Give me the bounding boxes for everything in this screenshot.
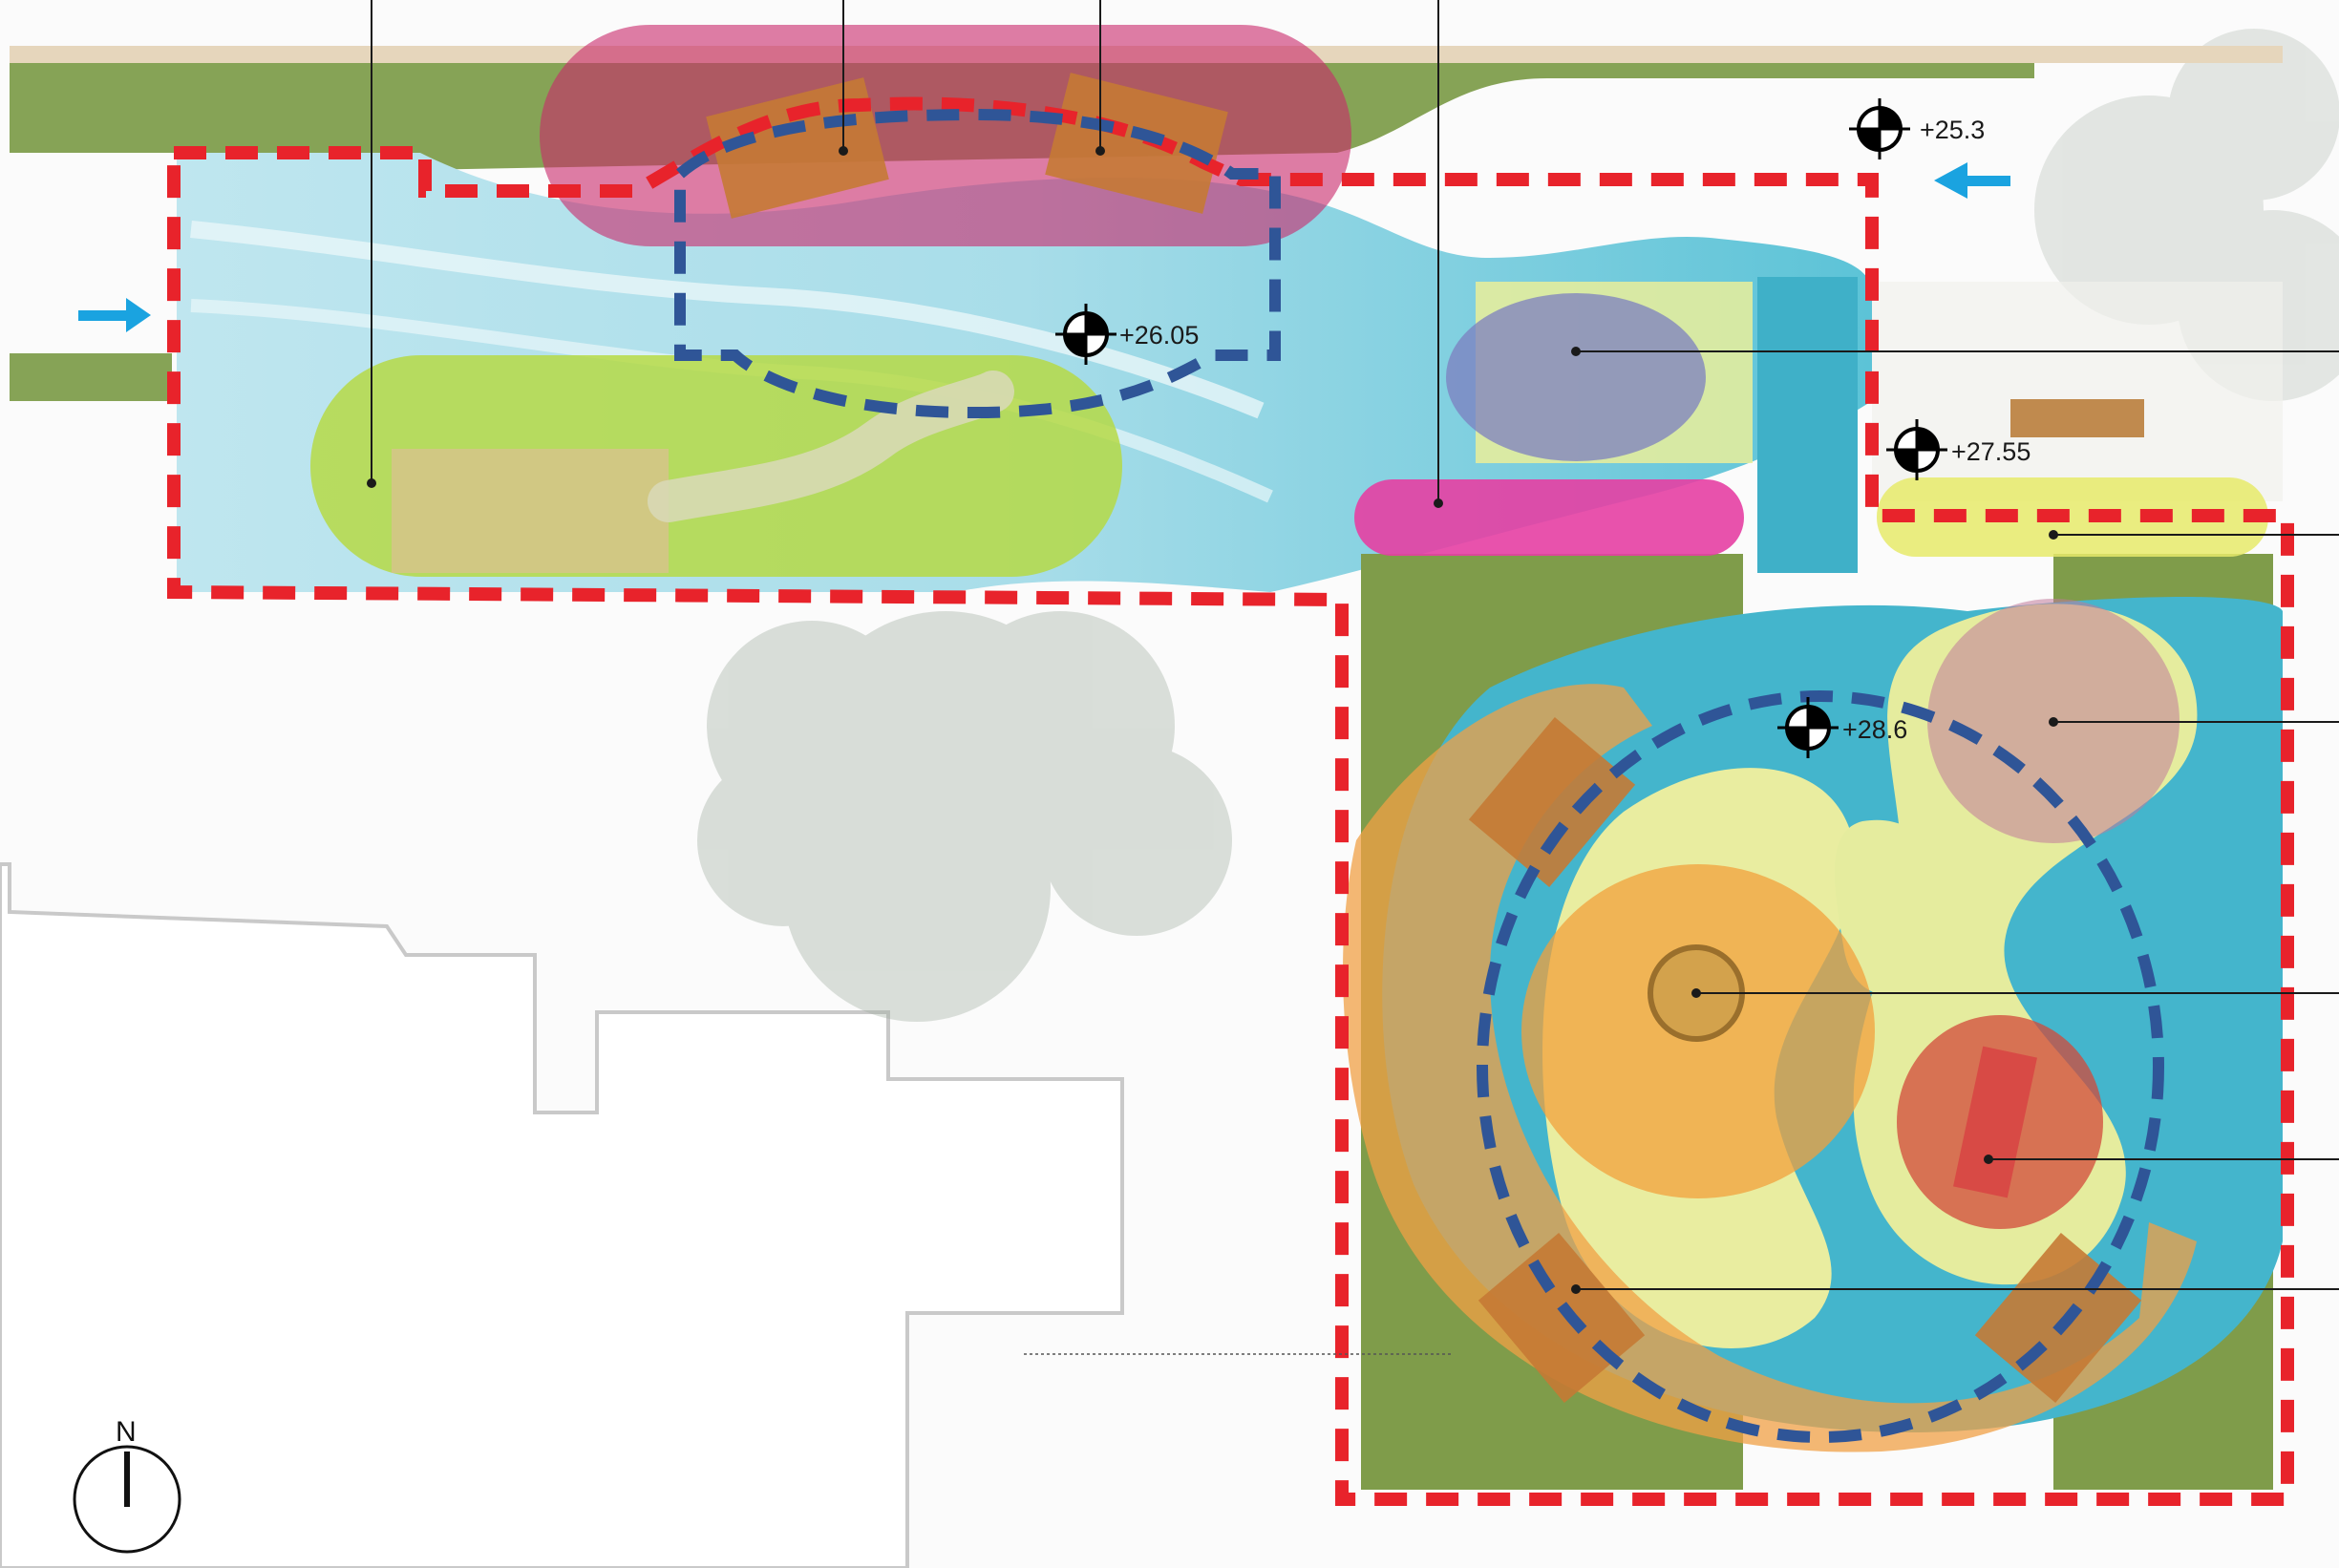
project-boundary — [167, 96, 2294, 1506]
bench-east — [2010, 399, 2144, 437]
purple-stepping-zone — [1446, 293, 1706, 461]
level-26-05-label: +26.05 — [1119, 321, 1199, 350]
tree-canopy — [697, 611, 1232, 1022]
magenta-ramp-zone — [1354, 479, 1744, 556]
east-terrace — [1872, 282, 2283, 501]
level-marker-icon — [1055, 98, 1947, 758]
climbing-net — [392, 449, 669, 573]
level-25-3-label: +25.3 — [1920, 116, 1985, 144]
blue-dashed-zone-south — [1477, 690, 2164, 1443]
building-footprint — [0, 862, 1124, 1568]
play-mound-small — [1835, 819, 1945, 995]
west-entrance-arrow — [78, 298, 151, 332]
pink-seating-zone — [540, 25, 1351, 246]
east-entrance-arrow — [1934, 162, 2010, 199]
slide-equipment — [1953, 1046, 2037, 1198]
leader-lines — [371, 0, 2339, 1290]
tunnel-slide — [648, 371, 1014, 522]
level-28-6-label: +28.6 — [1842, 715, 1907, 744]
level-27-55-label: +27.55 — [1951, 437, 2031, 466]
north-label: N — [116, 1416, 137, 1448]
north-terrace-stairs — [1757, 277, 1858, 573]
leader-dots — [367, 146, 2058, 1294]
west-lawn — [10, 353, 172, 401]
north-arrow-icon — [73, 1445, 181, 1554]
yellow-bench-zone — [1877, 477, 2268, 557]
